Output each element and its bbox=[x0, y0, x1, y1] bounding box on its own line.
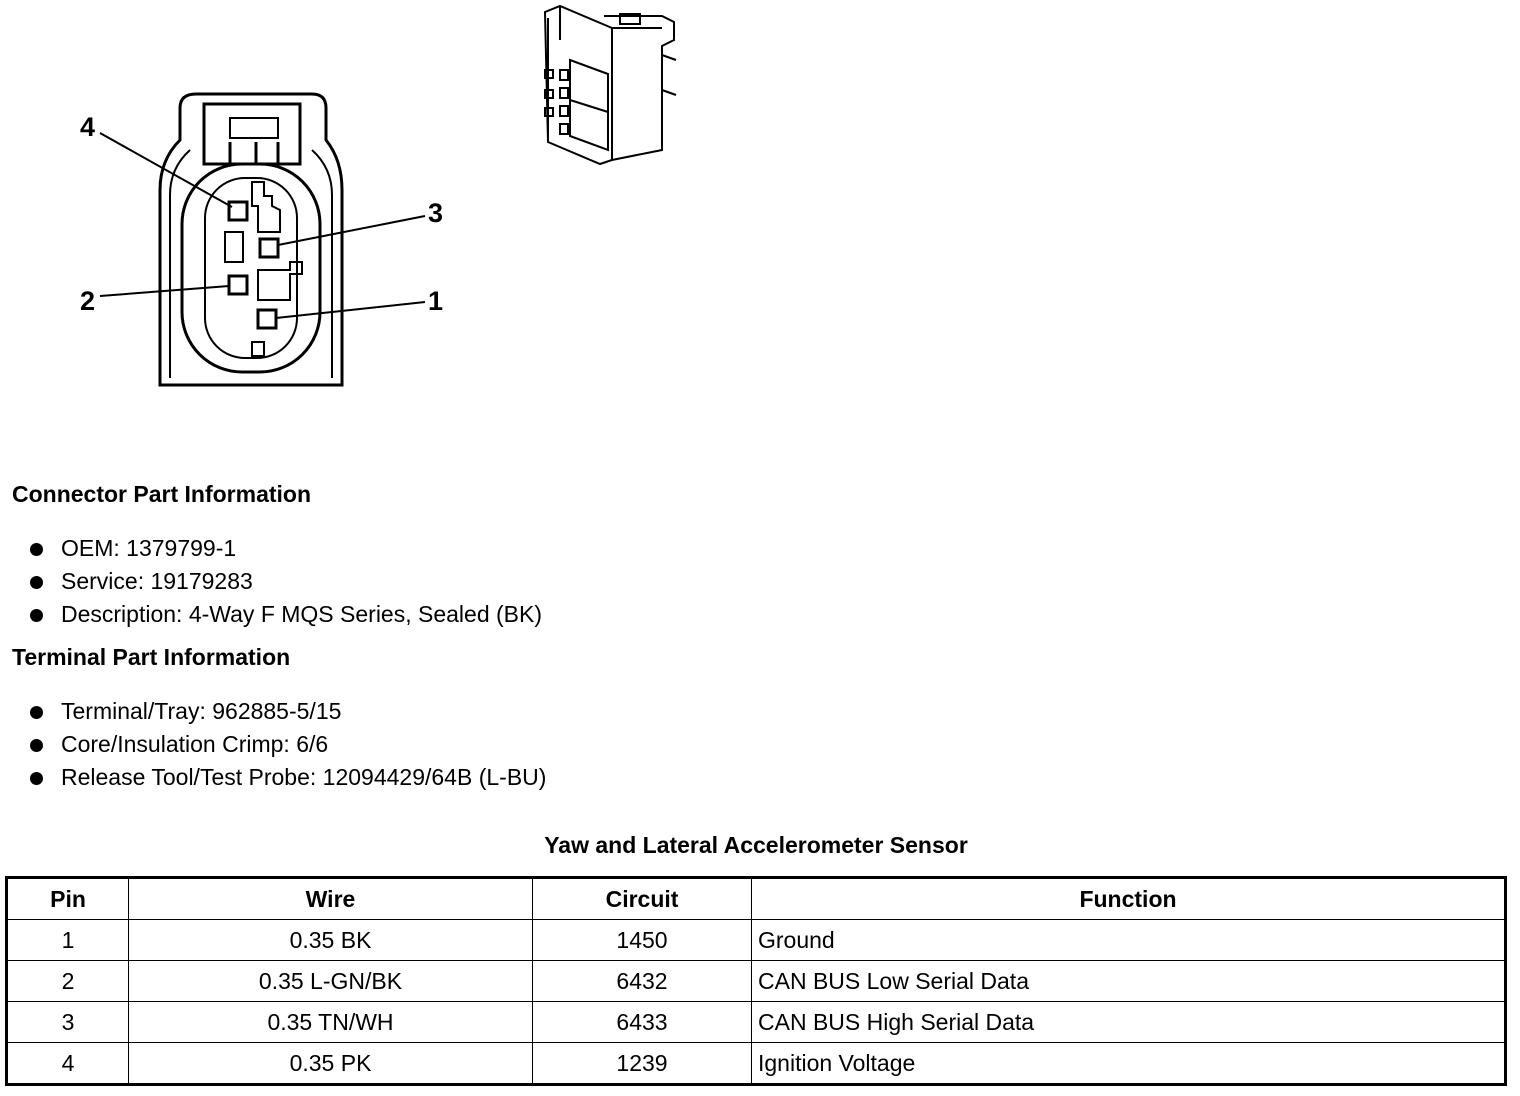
cavity-1 bbox=[256, 308, 278, 330]
bullet-icon bbox=[30, 706, 43, 719]
cell-pin: 3 bbox=[6, 1001, 129, 1043]
connector-housing bbox=[158, 92, 344, 387]
cell-wire: 0.35 BK bbox=[128, 919, 533, 961]
connector-diagram bbox=[99, 4, 677, 387]
callout-pin-2: 2 bbox=[80, 286, 96, 316]
cell-wire: 0.35 L-GN/BK bbox=[128, 960, 533, 1002]
header-function: Function bbox=[751, 877, 1506, 920]
terminal-info-list: Terminal/Tray: 962885-5/15 Core/Insulati… bbox=[30, 695, 546, 794]
cell-wire: 0.35 PK bbox=[128, 1042, 533, 1085]
terminal-tray: Terminal/Tray: 962885-5/15 bbox=[61, 698, 342, 724]
table-row: 3 0.35 TN/WH 6433 CAN BUS High Serial Da… bbox=[6, 1001, 1506, 1043]
cavity-3 bbox=[258, 237, 280, 259]
list-item: Core/Insulation Crimp: 6/6 bbox=[30, 728, 546, 761]
table-row: 2 0.35 L-GN/BK 6432 CAN BUS Low Serial D… bbox=[6, 960, 1506, 1002]
header-wire: Wire bbox=[128, 877, 533, 920]
connector-info-heading: Connector Part Information bbox=[12, 481, 312, 507]
cell-function: CAN BUS Low Serial Data bbox=[751, 960, 1506, 1002]
bullet-icon bbox=[30, 543, 43, 556]
table-title: Yaw and Lateral Accelerometer Sensor bbox=[544, 832, 968, 858]
cavity-4 bbox=[227, 200, 249, 222]
bullet-icon bbox=[30, 576, 43, 589]
bullet-icon bbox=[30, 739, 43, 752]
terminal-crimp: Core/Insulation Crimp: 6/6 bbox=[61, 731, 329, 757]
bullet-icon bbox=[30, 772, 43, 785]
header-pin: Pin bbox=[6, 877, 129, 920]
leader-line-2 bbox=[99, 285, 230, 297]
header-circuit: Circuit bbox=[532, 877, 752, 920]
cell-function: CAN BUS High Serial Data bbox=[751, 1001, 1506, 1043]
cell-circuit: 6433 bbox=[532, 1001, 752, 1043]
cell-circuit: 6432 bbox=[532, 960, 752, 1002]
cell-pin: 2 bbox=[6, 960, 129, 1002]
callout-pin-1: 1 bbox=[428, 286, 444, 316]
connector-iso-view bbox=[543, 4, 677, 166]
leader-line-4 bbox=[99, 132, 233, 208]
list-item: Service: 19179283 bbox=[30, 565, 542, 598]
list-item: OEM: 1379799-1 bbox=[30, 532, 542, 565]
cell-pin: 4 bbox=[6, 1042, 129, 1085]
table-row: 4 0.35 PK 1239 Ignition Voltage bbox=[6, 1042, 1506, 1085]
list-item: Release Tool/Test Probe: 12094429/64B (L… bbox=[30, 761, 546, 794]
callout-pin-4: 4 bbox=[80, 112, 96, 142]
table-header-row: Pin Wire Circuit Function bbox=[6, 877, 1506, 920]
list-item: Description: 4-Way F MQS Series, Sealed … bbox=[30, 598, 542, 631]
callout-pin-3: 3 bbox=[428, 198, 444, 228]
terminal-release-tool: Release Tool/Test Probe: 12094429/64B (L… bbox=[61, 764, 547, 790]
connector-seal bbox=[180, 162, 322, 374]
cell-circuit: 1450 bbox=[532, 919, 752, 961]
cell-pin: 1 bbox=[6, 919, 129, 961]
terminal-info-heading: Terminal Part Information bbox=[12, 644, 291, 670]
connector-description: Description: 4-Way F MQS Series, Sealed … bbox=[61, 601, 543, 627]
connector-service: Service: 19179283 bbox=[61, 568, 253, 594]
cell-wire: 0.35 TN/WH bbox=[128, 1001, 533, 1043]
connector-latch bbox=[202, 102, 302, 166]
table-row: 1 0.35 BK 1450 Ground bbox=[6, 919, 1506, 961]
cell-function: Ignition Voltage bbox=[751, 1042, 1506, 1085]
cell-circuit: 1239 bbox=[532, 1042, 752, 1085]
cell-function: Ground bbox=[751, 919, 1506, 961]
leader-line-3 bbox=[277, 215, 426, 246]
list-item: Terminal/Tray: 962885-5/15 bbox=[30, 695, 546, 728]
connector-oem: OEM: 1379799-1 bbox=[61, 535, 237, 561]
leader-line-1 bbox=[275, 301, 426, 319]
connector-info-list: OEM: 1379799-1 Service: 19179283 Descrip… bbox=[30, 532, 542, 631]
pinout-table: Pin Wire Circuit Function 1 0.35 BK 1450… bbox=[5, 876, 1507, 1086]
cavity-2 bbox=[227, 274, 249, 296]
bullet-icon bbox=[30, 609, 43, 622]
